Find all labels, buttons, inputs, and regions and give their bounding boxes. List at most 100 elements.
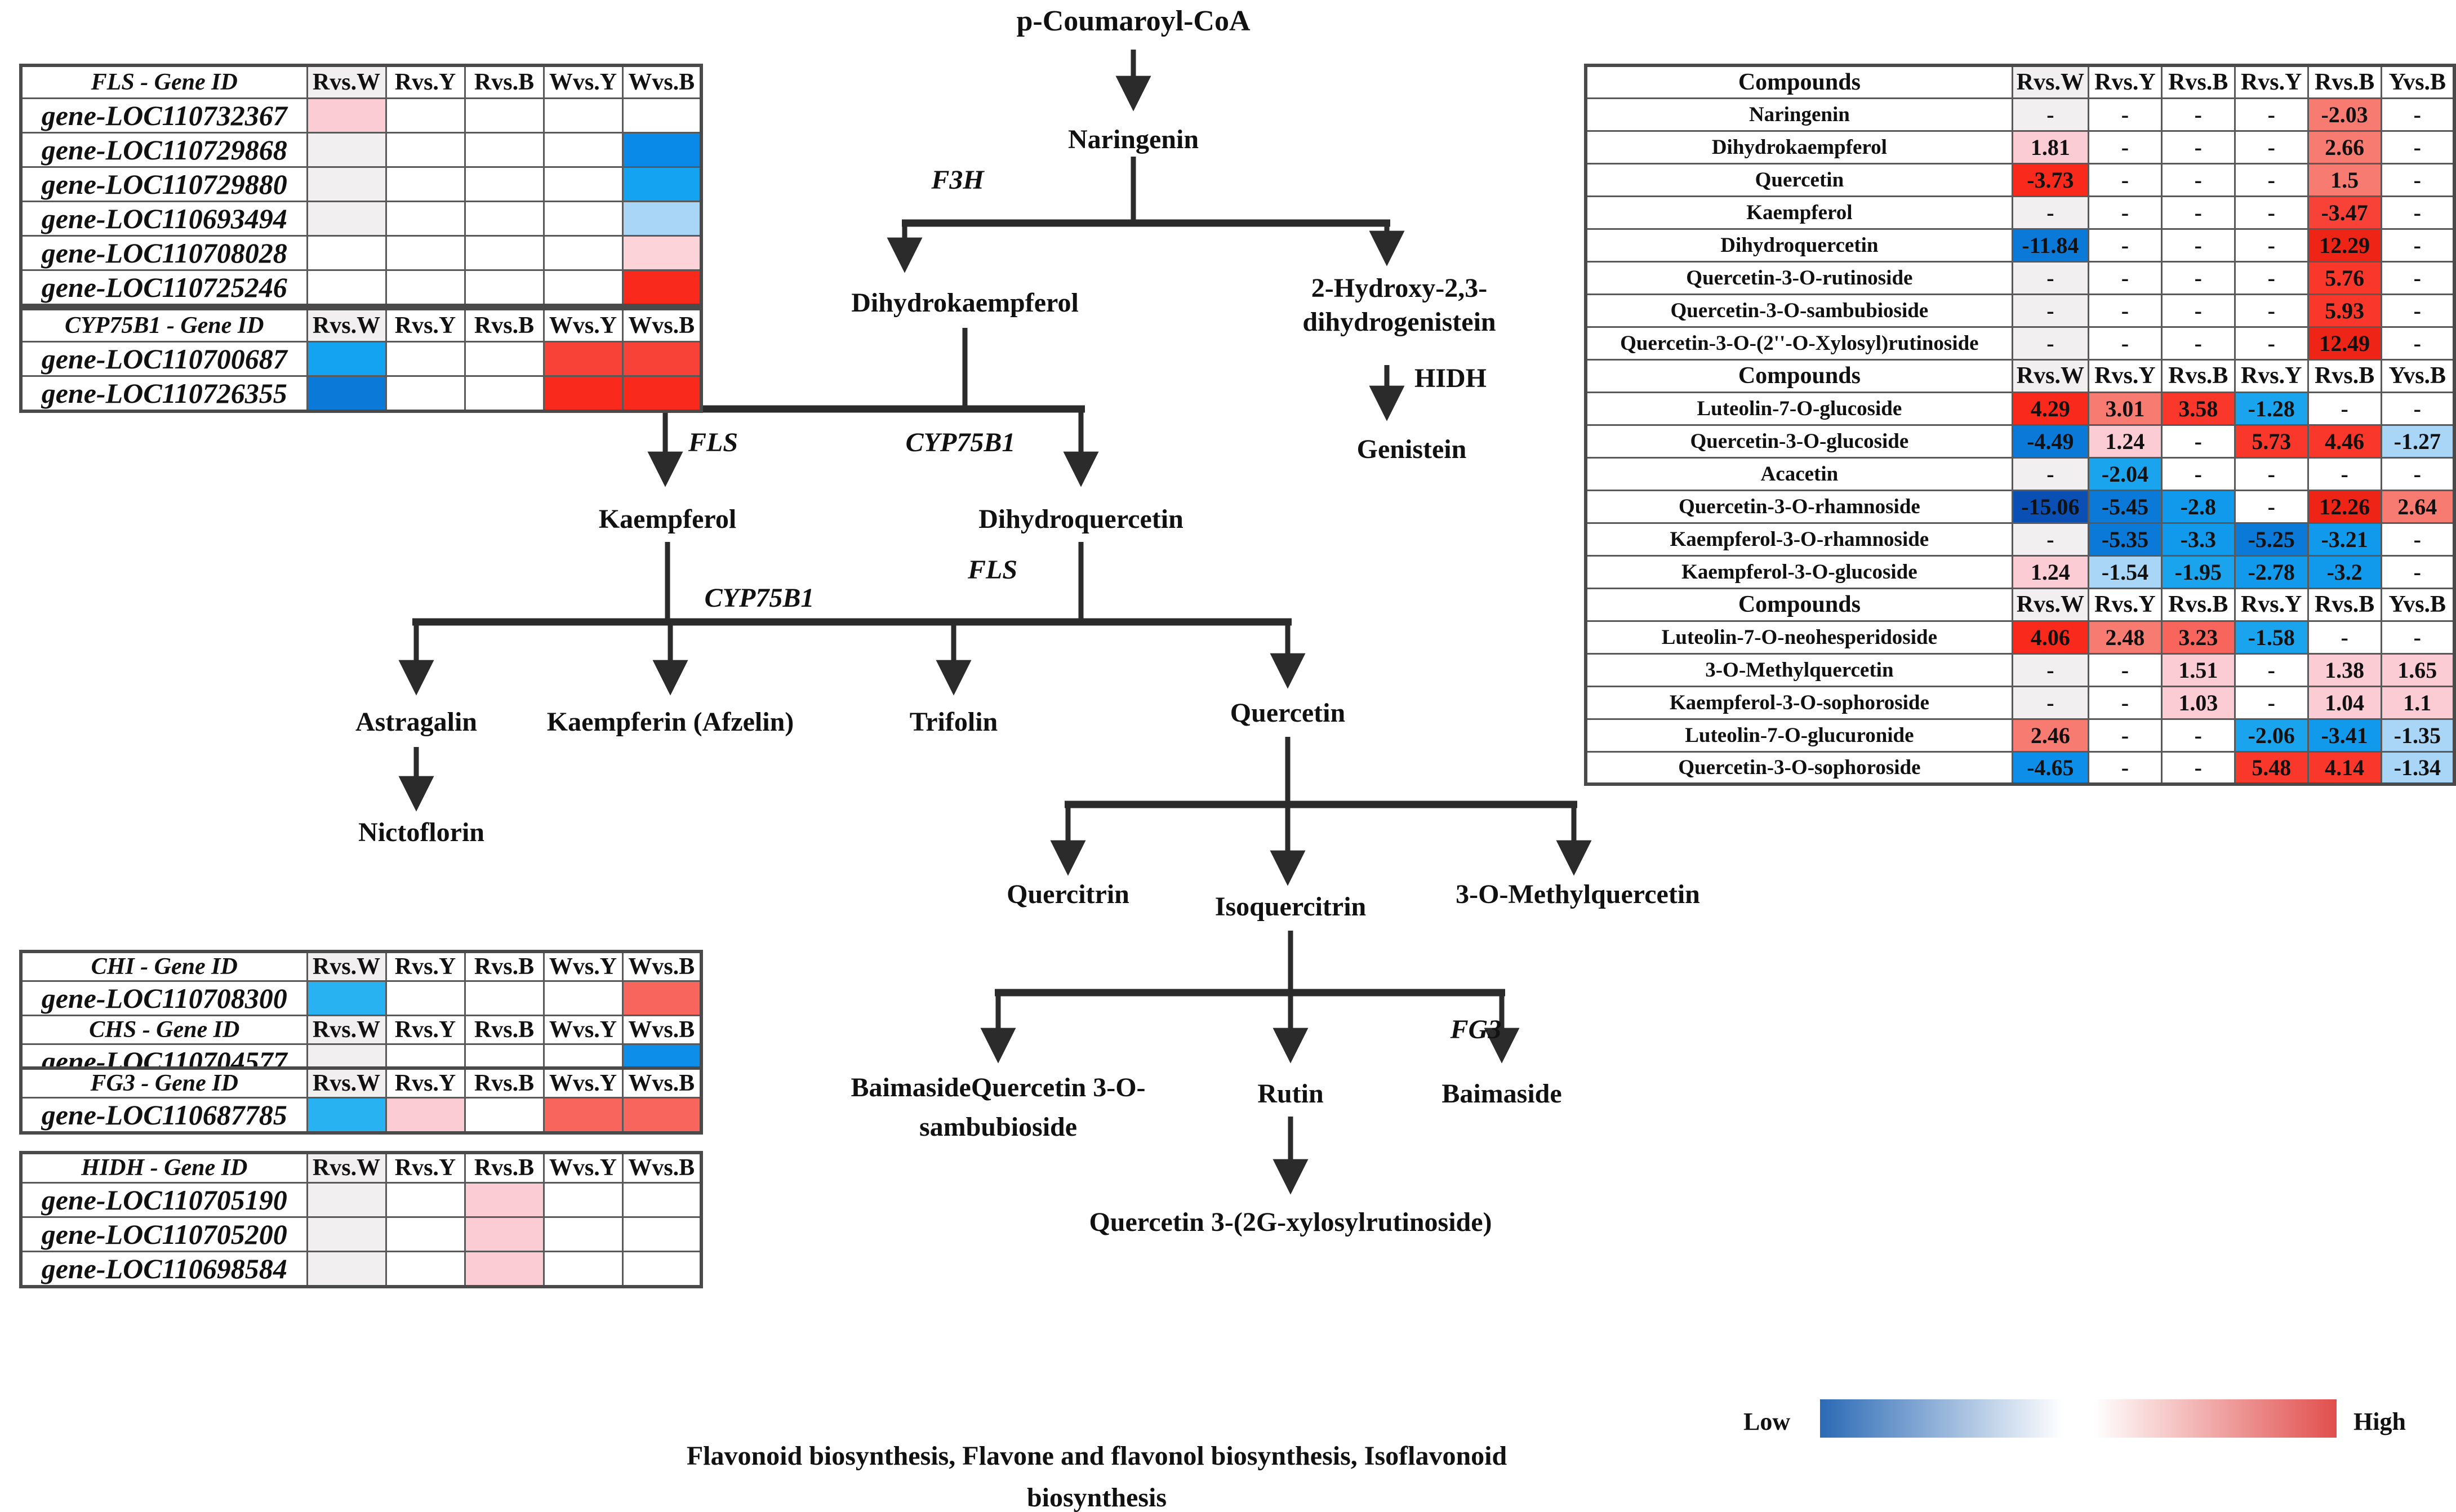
column-header: Rvs.Y: [2087, 358, 2163, 393]
compound-name-cell: Kaempferol-3-O-rhamnoside: [1585, 522, 2013, 557]
heatmap-cell: [306, 269, 387, 306]
node-kaempferin-afzelin: Kaempferin (Afzelin): [546, 707, 794, 737]
column-header: Rvs.W: [306, 64, 387, 99]
heatmap-cell: [464, 1216, 545, 1252]
column-header: Rvs.B: [2160, 358, 2236, 393]
column-header: Wvs.Y: [542, 950, 624, 982]
heatmap-cell: [306, 200, 387, 237]
heatmap-value-cell: -: [2307, 391, 2382, 426]
heatmap-cell: [306, 1097, 387, 1134]
heatmap-cell: [542, 166, 624, 202]
heatmap-value-cell: -1.28: [2233, 391, 2309, 426]
node-baimaside-quercetin-3-o-sambubioside: BaimasideQuercetin 3-O- sambubioside: [851, 1073, 1146, 1142]
heatmap-value-cell: -: [2011, 260, 2089, 295]
heatmap-value-cell: 2.48: [2087, 620, 2163, 655]
node-naringenin: Naringenin: [1067, 124, 1199, 154]
heatmap-value-cell: -: [2380, 97, 2455, 132]
heatmap-cell: [385, 234, 466, 271]
heatmap-value-cell: 1.24: [2087, 424, 2163, 459]
heatmap-value-cell: 4.14: [2307, 750, 2382, 785]
compounds-header: Compounds: [1585, 358, 2013, 393]
heatmap-value-cell: -: [2380, 391, 2455, 426]
heatmap-cell: [385, 269, 466, 306]
column-header: Rvs.W: [306, 1151, 387, 1184]
heatmap-value-cell: -2.78: [2233, 554, 2309, 589]
column-header: Rvs.B: [2307, 587, 2382, 622]
heatmap-value-cell: -: [2087, 195, 2163, 230]
heatmap-value-cell: -: [2233, 652, 2309, 687]
heatmap-value-cell: -: [2380, 326, 2455, 361]
heatmap-cell: [464, 1181, 545, 1218]
gene-id-cell: gene-LOC110693494: [20, 200, 308, 237]
compounds-header: Compounds: [1585, 587, 2013, 622]
heatmap-value-cell: -: [2087, 130, 2163, 164]
column-header: Rvs.W: [306, 950, 387, 982]
heatmap-value-cell: -: [2087, 260, 2163, 295]
compound-name-cell: 3-O-Methylquercetin: [1585, 652, 2013, 687]
heatmap-value-cell: -: [2233, 489, 2309, 524]
heatmap-value-cell: -: [2160, 326, 2236, 361]
compound-name-cell: Luteolin-7-O-glucuronide: [1585, 718, 2013, 753]
heatmap-value-cell: -: [2160, 130, 2236, 164]
heatmap-value-cell: -: [2011, 326, 2089, 361]
column-header: Rvs.Y: [2233, 358, 2309, 393]
heatmap-value-cell: 1.03: [2160, 685, 2236, 720]
heatmap-value-cell: -5.25: [2233, 522, 2309, 557]
heatmap-value-cell: 5.93: [2307, 293, 2382, 328]
heatmap-cell: [542, 980, 624, 1016]
compound-name-cell: Quercetin-3-O-(2''-O-Xylosyl)rutinoside: [1585, 326, 2013, 361]
heatmap-cell: [542, 1250, 624, 1287]
gene-table-title: HIDH - Gene ID: [20, 1151, 308, 1184]
heatmap-value-cell: -: [2087, 293, 2163, 328]
compound-name-cell: Quercetin-3-O-rhamnoside: [1585, 489, 2013, 524]
heatmap-value-cell: 4.29: [2011, 391, 2089, 426]
column-header: Rvs.Y: [385, 950, 466, 982]
heatmap-cell: [464, 375, 545, 412]
heatmap-cell: [464, 97, 545, 134]
heatmap-cell: [385, 97, 466, 134]
column-header: Rvs.B: [464, 1015, 545, 1045]
heatmap-value-cell: 1.24: [2011, 554, 2089, 589]
heatmap-cell: [306, 97, 387, 134]
heatmap-value-cell: -3.2: [2307, 554, 2382, 589]
heatmap-cell: [542, 375, 624, 412]
gene-id-cell: gene-LOC110698584: [20, 1250, 308, 1287]
heatmap-cell: [621, 269, 702, 306]
heatmap-value-cell: 2.46: [2011, 718, 2089, 753]
heatmap-cell: [385, 1181, 466, 1218]
heatmap-value-cell: -4.49: [2011, 424, 2089, 459]
heatmap-cell: [385, 980, 466, 1016]
heatmap-value-cell: -: [2160, 97, 2236, 132]
heatmap-cell: [385, 1216, 466, 1252]
compound-name-cell: Quercetin-3-O-glucoside: [1585, 424, 2013, 459]
node-trifolin: Trifolin: [909, 707, 998, 737]
heatmap-value-cell: -: [2011, 652, 2089, 687]
heatmap-value-cell: -: [2160, 260, 2236, 295]
compound-name-cell: Quercetin: [1585, 162, 2013, 197]
heatmap-value-cell: 12.49: [2307, 326, 2382, 361]
node-quercetin: Quercetin: [1230, 698, 1346, 728]
heatmap-cell: [385, 166, 466, 202]
heatmap-cell: [621, 234, 702, 271]
heatmap-value-cell: -: [2011, 685, 2089, 720]
compound-name-cell: Luteolin-7-O-glucoside: [1585, 391, 2013, 426]
heatmap-value-cell: -: [2380, 554, 2455, 589]
heatmap-cell: [621, 1216, 702, 1252]
heatmap-value-cell: -3.3: [2160, 522, 2236, 557]
column-header: Wvs.B: [621, 64, 702, 99]
heatmap-value-cell: -: [2160, 456, 2236, 491]
heatmap-value-cell: 1.38: [2307, 652, 2382, 687]
heatmap-value-cell: 4.46: [2307, 424, 2382, 459]
heatmap-value-cell: -1.58: [2233, 620, 2309, 655]
node-p-coumaroyl-coa: p-Coumaroyl-CoA: [1016, 5, 1251, 37]
heatmap-value-cell: 5.76: [2307, 260, 2382, 295]
heatmap-cell: [464, 340, 545, 377]
column-header: Wvs.Y: [542, 1067, 624, 1099]
heatmap-value-cell: -15.06: [2011, 489, 2089, 524]
heatmap-value-cell: -: [2160, 750, 2236, 785]
heatmap-value-cell: -: [2380, 228, 2455, 263]
heatmap-value-cell: -3.47: [2307, 195, 2382, 230]
heatmap-value-cell: 3.01: [2087, 391, 2163, 426]
